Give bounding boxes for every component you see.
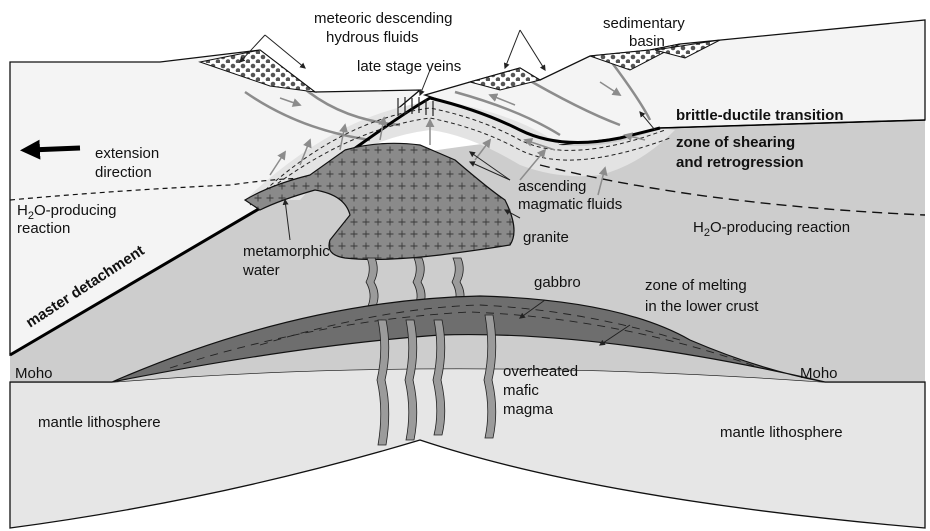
label-ascending-2: magmatic fluids bbox=[518, 196, 622, 213]
label-meteoric-2: hydrous fluids bbox=[326, 29, 419, 46]
label-brittle-ductile: brittle-ductile transition bbox=[676, 107, 844, 124]
label-granite: granite bbox=[523, 229, 569, 246]
label-gabbro: gabbro bbox=[534, 274, 581, 291]
label-moho-left: Moho bbox=[15, 365, 53, 382]
label-ascending-1: ascending bbox=[518, 178, 586, 195]
label-sed-basin-1: sedimentary bbox=[603, 15, 685, 32]
mantle-lithosphere-body bbox=[10, 369, 925, 529]
label-mantle-right: mantle lithosphere bbox=[720, 424, 843, 441]
label-sed-basin-2: basin bbox=[629, 33, 665, 50]
label-mantle-left: mantle lithosphere bbox=[38, 414, 161, 431]
label-overheated-2: mafic bbox=[503, 382, 539, 399]
label-moho-right: Moho bbox=[800, 365, 838, 382]
label-h2o-left-2: reaction bbox=[17, 220, 70, 237]
label-metamorphic-1: metamorphic bbox=[243, 243, 330, 260]
label-metamorphic-2: water bbox=[242, 262, 280, 279]
label-overheated-1: overheated bbox=[503, 363, 578, 380]
label-extension-1: extension bbox=[95, 145, 159, 162]
label-zone-melting-2: in the lower crust bbox=[645, 298, 759, 315]
label-shearing-1: zone of shearing bbox=[676, 134, 795, 151]
label-overheated-3: magma bbox=[503, 401, 554, 418]
label-extension-2: direction bbox=[95, 164, 152, 181]
label-meteoric-1: meteoric descending bbox=[314, 10, 452, 27]
label-zone-melting-1: zone of melting bbox=[645, 277, 747, 294]
label-late-veins: late stage veins bbox=[357, 58, 461, 75]
extension-arrow-icon bbox=[30, 148, 80, 150]
label-shearing-2: and retrogression bbox=[676, 154, 804, 171]
